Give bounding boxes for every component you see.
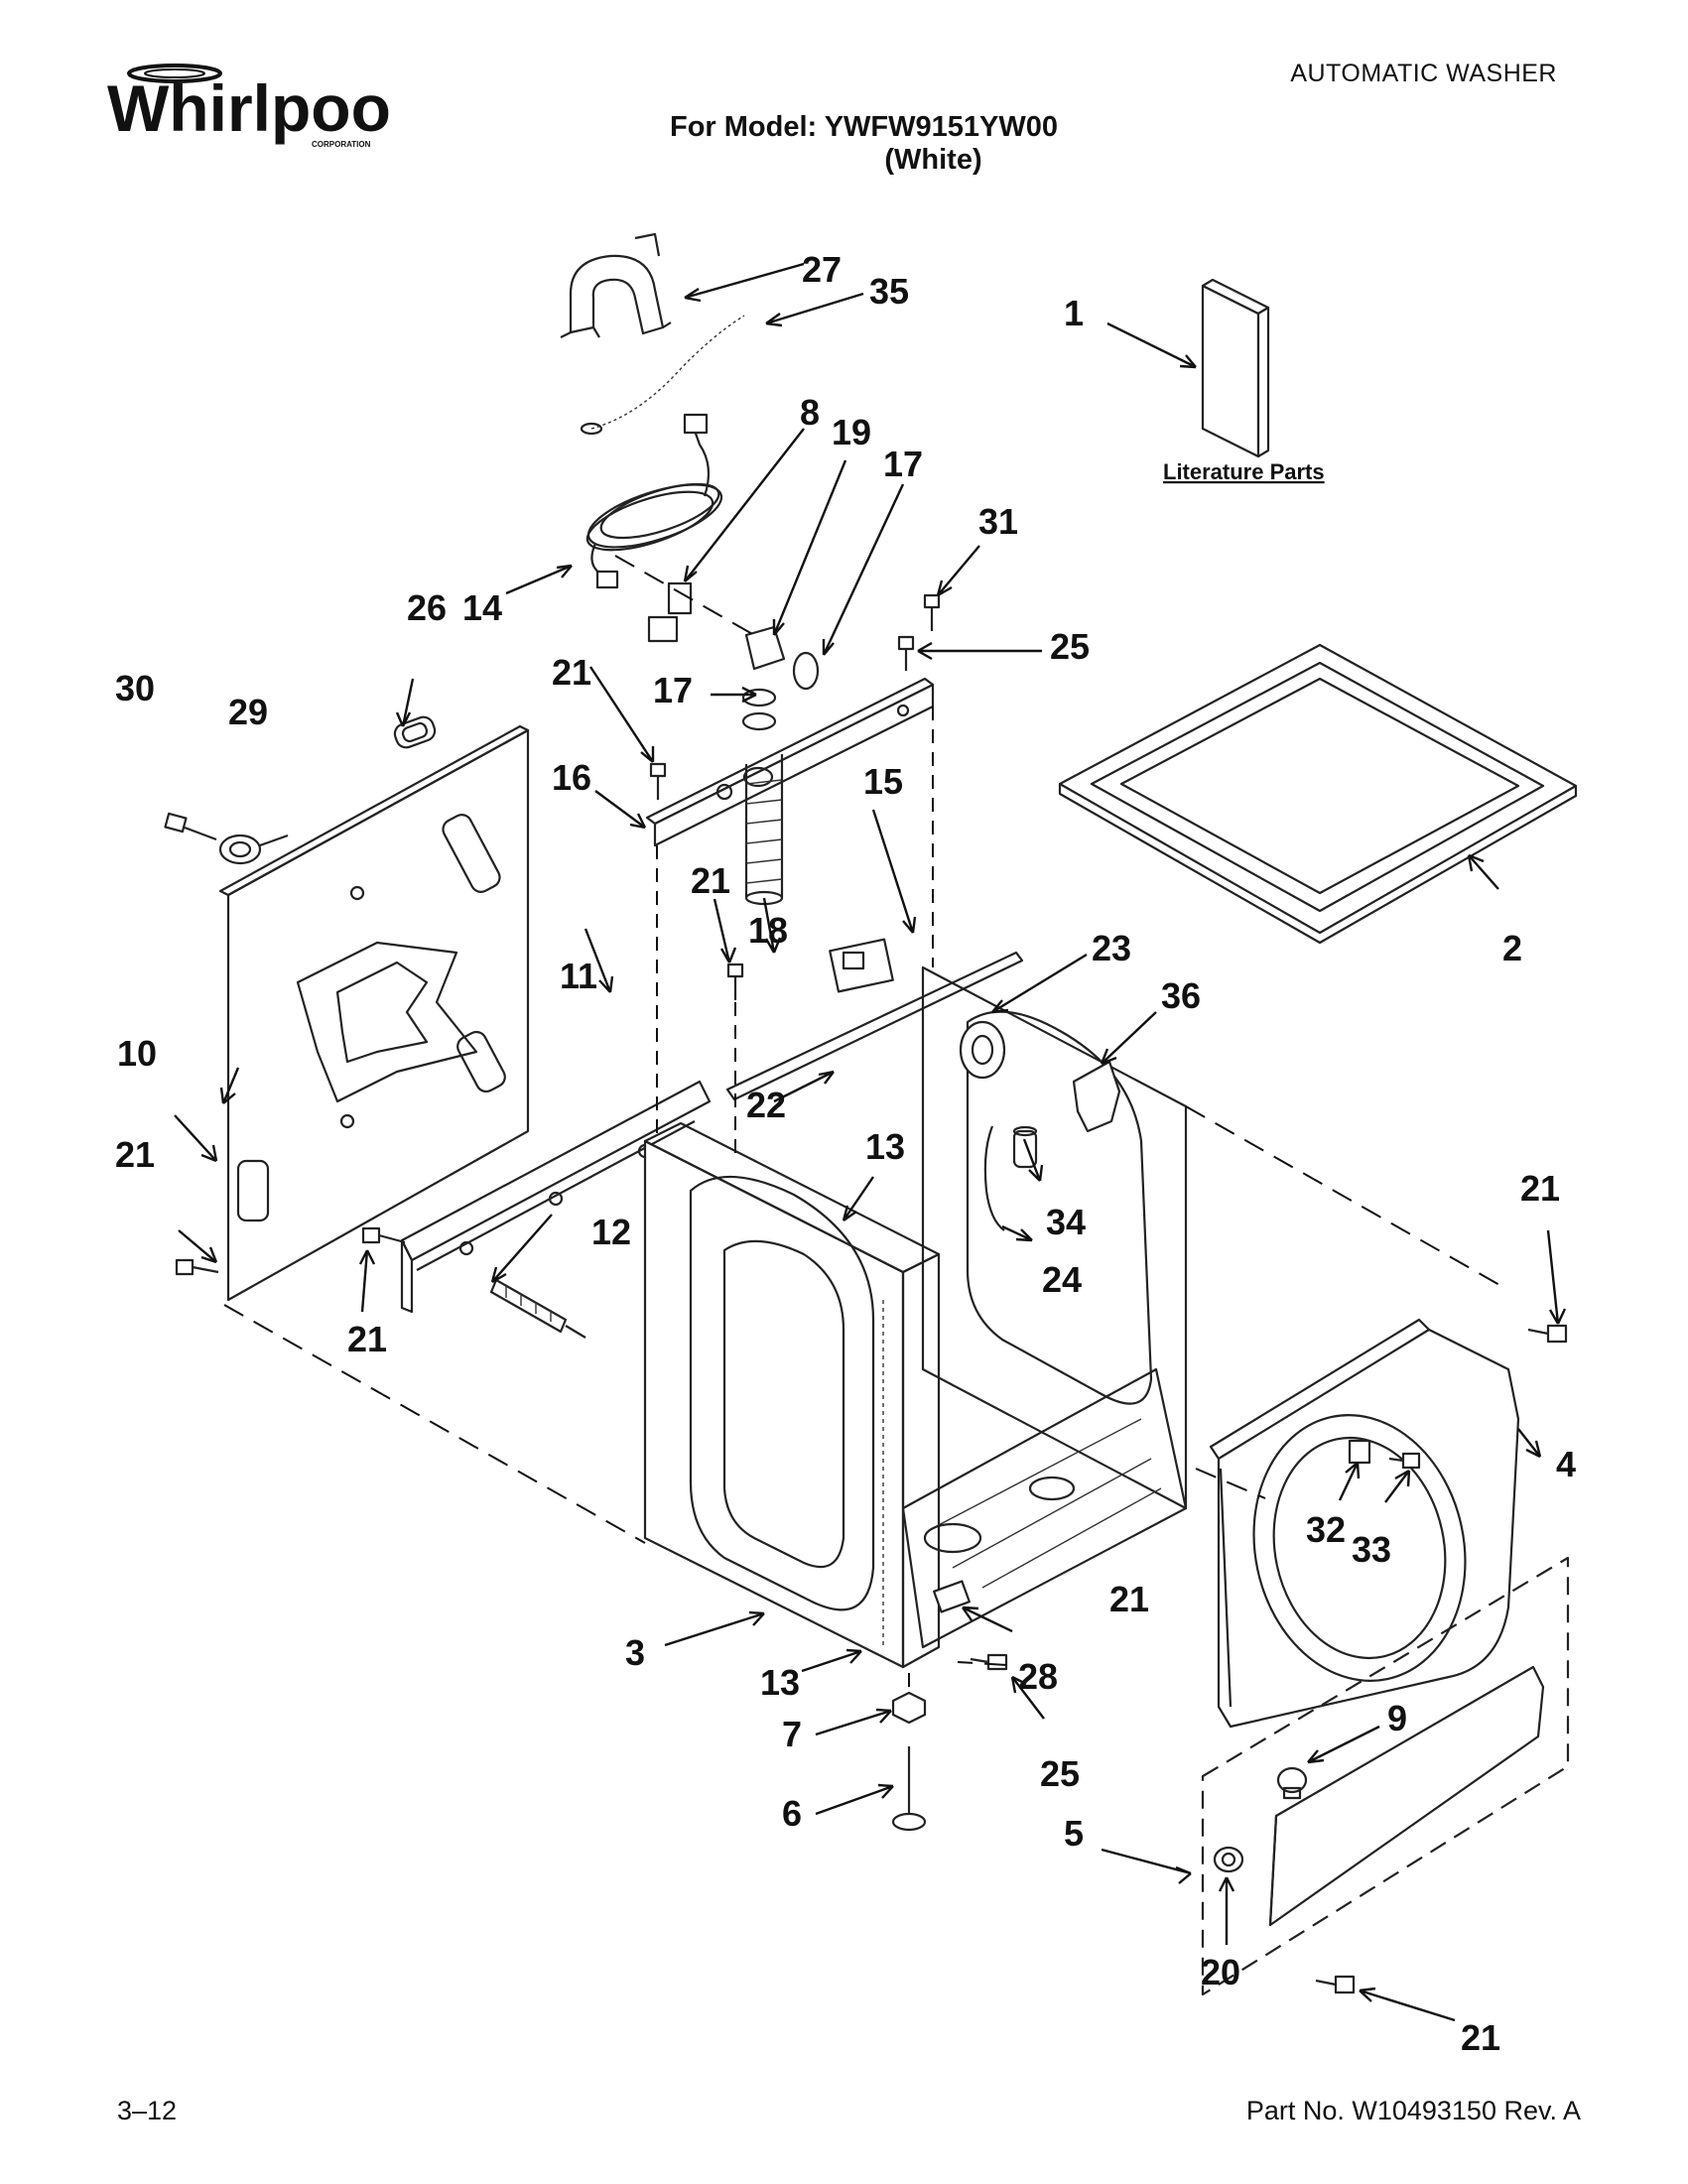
callout-6: 6: [782, 1793, 802, 1834]
callout-20: 20: [1201, 1952, 1240, 1992]
callout-3: 3: [625, 1632, 645, 1673]
screw-25-top: [897, 635, 915, 671]
screw-31: [923, 593, 941, 631]
callout-26: 26: [407, 587, 447, 628]
callout-25-lower: 25: [1040, 1753, 1080, 1794]
callout-27: 27: [802, 249, 842, 290]
callout-10: 10: [117, 1033, 157, 1074]
callout-1: 1: [1064, 293, 1084, 333]
literature-parts-label: Literature Parts: [1163, 459, 1325, 484]
callout-21-f: 21: [1461, 2017, 1500, 2058]
bumper-20: [1213, 1846, 1244, 1873]
bead-chain-35: [590, 315, 745, 430]
chain-ring: [580, 422, 603, 436]
drawer-front-5: [1201, 1556, 1570, 1996]
component-23: [959, 1020, 1006, 1080]
model-color: (White): [884, 144, 982, 176]
callout-9: 9: [1387, 1698, 1407, 1738]
callout-17-upper: 17: [883, 444, 923, 484]
callout-18: 18: [748, 910, 788, 951]
screw-21-left: [175, 1258, 219, 1276]
screw-21-top: [649, 762, 667, 800]
callout-21-b: 21: [691, 860, 730, 901]
callout-25-upper: 25: [1050, 626, 1090, 667]
callout-4: 4: [1556, 1444, 1576, 1484]
top-rail-15: [725, 951, 1024, 1101]
callout-31: 31: [978, 501, 1018, 542]
top-panel-2: [1058, 643, 1578, 945]
component-28: [933, 1580, 971, 1613]
callout-15: 15: [863, 761, 903, 802]
callout-19: 19: [832, 412, 871, 452]
fill-cap-29: [218, 834, 289, 865]
callout-21-a: 21: [552, 652, 591, 693]
door-switch-22: [829, 938, 894, 993]
screw-25-bottom: [970, 1653, 1008, 1671]
callout-30: 30: [115, 668, 155, 708]
cabinet-side-3: [643, 1121, 941, 1669]
assembly-lines: [223, 555, 1509, 1693]
callout-33: 33: [1352, 1529, 1391, 1570]
callout-21-d: 21: [347, 1319, 387, 1359]
callout-12: 12: [591, 1212, 631, 1252]
callout-23: 23: [1092, 928, 1131, 968]
screw-21-drawer: [1315, 1975, 1356, 1994]
callout-16: 16: [552, 757, 591, 798]
callout-labels: 1 2 3 4 5 6 7 8 9 10 11 12 13 13 14 15 1…: [115, 249, 1576, 2058]
power-cord-14: [585, 413, 723, 589]
callout-29: 29: [228, 692, 268, 732]
model-number: For Model: YWFW9151YW00: [669, 111, 1059, 143]
callout-22: 22: [746, 1085, 786, 1125]
callout-5: 5: [1064, 1813, 1084, 1854]
screw-21-mid: [726, 963, 744, 1000]
callout-21-e: 21: [1520, 1168, 1560, 1209]
rear-panel-10: [218, 724, 530, 1302]
callout-24: 24: [1042, 1259, 1082, 1300]
screw-33: [1388, 1452, 1421, 1470]
callout-7: 7: [782, 1714, 802, 1754]
callout-28: 28: [1018, 1656, 1058, 1697]
document-category: AUTOMATIC WASHER: [1290, 60, 1557, 87]
logo-wordmark: Whirlpool: [107, 71, 395, 145]
screw-30: [164, 812, 217, 841]
screw-21-base: [361, 1226, 406, 1244]
front-panel-4: [1209, 1318, 1520, 1729]
callout-14: 14: [462, 587, 502, 628]
cabinet-base: [901, 965, 1188, 1649]
callout-35: 35: [869, 271, 909, 312]
callout-36: 36: [1161, 975, 1201, 1016]
callout-13-lower: 13: [760, 1662, 800, 1703]
component-12: [489, 1278, 586, 1339]
part-number: Part No. W10493150 Rev. A: [1245, 2096, 1581, 2125]
nut-7: [891, 1691, 927, 1725]
callout-21-c: 21: [115, 1134, 155, 1175]
whirlpool-logo: Whirlpool CORPORATION: [107, 64, 395, 149]
leveling-leg-6: [891, 1746, 927, 1832]
latch-32: [1348, 1439, 1371, 1465]
callout-21-g: 21: [1109, 1579, 1149, 1619]
clip-9: [1276, 1766, 1308, 1800]
hose-24: [983, 1125, 1005, 1231]
hose-clip-27: [560, 232, 672, 338]
leader-lines: [174, 262, 1567, 2022]
callout-11: 11: [560, 956, 597, 996]
bracket-36: [1072, 1060, 1121, 1133]
callout-13-upper: 13: [865, 1126, 905, 1167]
logo-corporation: CORPORATION: [312, 140, 371, 149]
callout-32: 32: [1306, 1509, 1346, 1550]
literature-parts-booklet: Literature Parts: [1163, 278, 1325, 484]
callout-2: 2: [1502, 928, 1522, 968]
screw-21-front: [1527, 1324, 1568, 1344]
callout-17-lower: 17: [653, 670, 693, 710]
page-number: 3–12: [117, 2096, 178, 2125]
callout-34: 34: [1046, 1202, 1086, 1242]
callout-8: 8: [800, 392, 820, 433]
